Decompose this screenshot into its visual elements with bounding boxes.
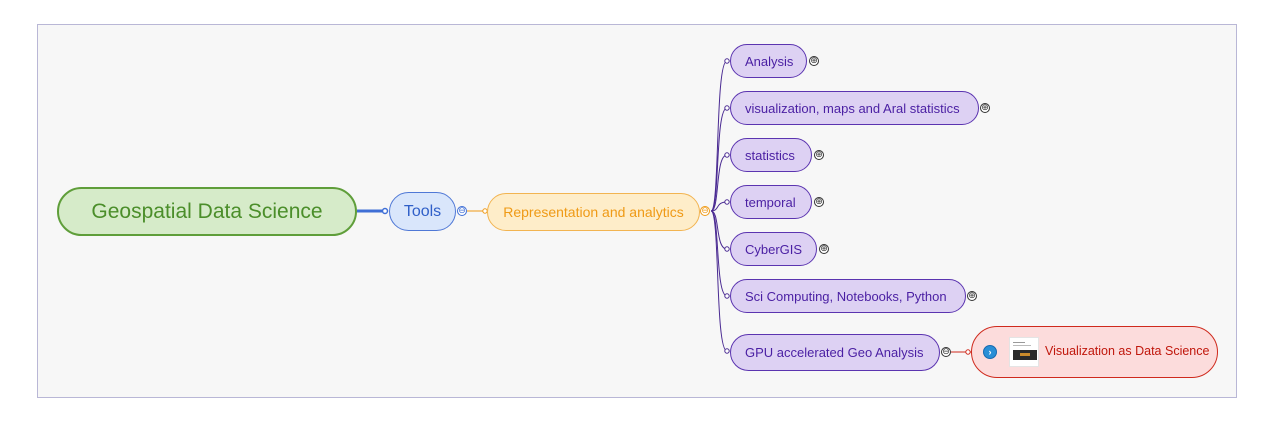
tools-node[interactable]: Tools <box>389 192 456 231</box>
representation-node[interactable]: Representation and analytics <box>487 193 700 231</box>
link-icon[interactable]: › <box>983 345 997 359</box>
node-gpu-analysis-label: GPU accelerated Geo Analysis <box>745 345 924 360</box>
tools-label: Tools <box>403 202 442 220</box>
node-sci-computing[interactable]: Sci Computing, Notebooks, Python <box>730 279 966 313</box>
node-gpu-analysis[interactable]: GPU accelerated Geo Analysis <box>730 334 940 371</box>
collapse-icon[interactable]: ⊖ <box>941 347 951 357</box>
node-cybergis[interactable]: CyberGIS <box>730 232 817 266</box>
node-statistics[interactable]: statistics <box>730 138 812 172</box>
representation-label: Representation and analytics <box>503 204 684 220</box>
collapse-icon[interactable]: ⊖ <box>457 206 467 216</box>
thumbnail-image[interactable] <box>1009 337 1039 367</box>
expand-icon[interactable]: ⊕ <box>980 103 990 113</box>
node-cybergis-label: CyberGIS <box>745 241 803 257</box>
root-label: Geospatial Data Science <box>91 199 323 223</box>
expand-icon[interactable]: ⊕ <box>809 56 819 66</box>
node-temporal[interactable]: temporal <box>730 185 812 219</box>
collapse-icon[interactable]: ⊖ <box>700 206 710 216</box>
expand-icon[interactable]: ⊕ <box>819 244 829 254</box>
node-analysis[interactable]: Analysis <box>730 44 807 78</box>
expand-icon[interactable]: ⊕ <box>967 291 977 301</box>
expand-icon[interactable]: ⊕ <box>814 197 824 207</box>
node-analysis-label: Analysis <box>745 53 794 69</box>
node-visualization[interactable]: visualization, maps and Aral statistics <box>730 91 979 125</box>
root-node[interactable]: Geospatial Data Science <box>57 187 357 236</box>
node-sci-computing-label: Sci Computing, Notebooks, Python <box>745 288 947 304</box>
expand-icon[interactable]: ⊕ <box>814 150 824 160</box>
node-statistics-label: statistics <box>745 147 795 163</box>
node-visualization-label: visualization, maps and Aral statistics <box>745 100 960 116</box>
node-temporal-label: temporal <box>745 194 796 210</box>
reference-label: Visualization as Data Science <box>1045 344 1210 358</box>
